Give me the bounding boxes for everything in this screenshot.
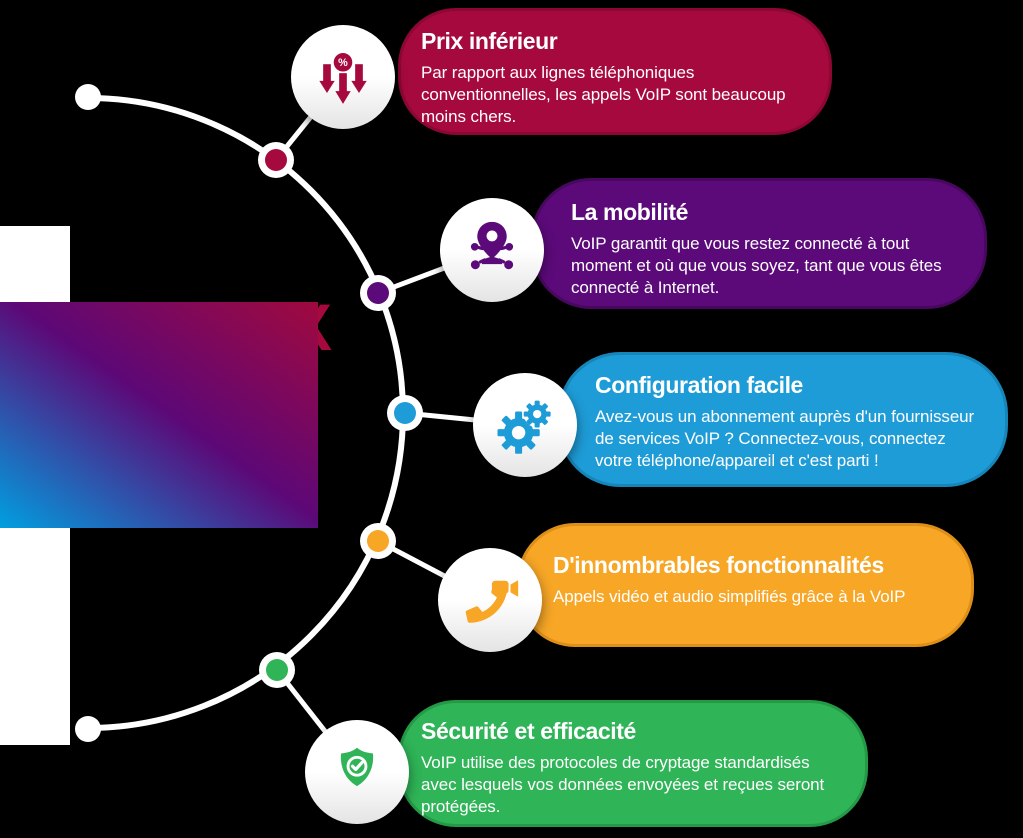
medallion-lower-price: % [291,25,395,129]
shield-check-icon [340,747,374,787]
card-title: Prix inférieur [421,28,558,54]
percent-glyph: % [338,57,348,69]
card-easy-setup: Configuration facile Avez-vous un abonne… [558,352,1008,487]
arrows-down-percent-icon: % [319,53,367,104]
medallion-features [438,548,542,652]
card-title: Sécurité et efficacité [421,718,636,744]
node-dot-price [265,149,287,171]
card-title: Configuration facile [595,372,803,398]
medallion-easy-setup [473,373,577,477]
location-network-icon [470,221,514,270]
gears-icon [497,400,551,454]
card-body: Appels vidéo et audio simplifiés grâce à… [553,587,906,606]
phone-video-icon [465,580,519,623]
card-body: VoIP garantit que vous restez connecté à… [571,234,942,297]
card-lower-price: Prix inférieur Par rapport aux lignes té… [398,8,832,135]
card-features: D'innombrables fonctionnalités Appels vi… [517,523,974,647]
card-mobility: La mobilité VoIP garantit que vous reste… [531,178,987,309]
timeline-arc [87,95,406,731]
node-dot-mobility [367,282,389,304]
arc-end-dot-top [75,84,101,110]
node-dot-features [367,530,389,552]
medallion-security [305,720,409,824]
timeline-nodes [258,142,423,688]
node-dot-security [266,659,288,681]
arc-end-dot-bottom [75,716,101,742]
card-title: D'innombrables fonctionnalités [553,552,884,578]
node-dot-setup [394,402,416,424]
card-security: Sécurité et efficacité VoIP utilise des … [398,700,868,827]
card-body: Par rapport aux lignes téléphoniques con… [421,63,786,126]
gradient-box [0,302,318,528]
card-body: Avez-vous un abonnement auprès d'un four… [595,407,975,470]
card-title: La mobilité [571,199,689,225]
medallion-mobility [440,198,544,302]
card-body: VoIP utilise des protocoles de cryptage … [421,753,825,816]
